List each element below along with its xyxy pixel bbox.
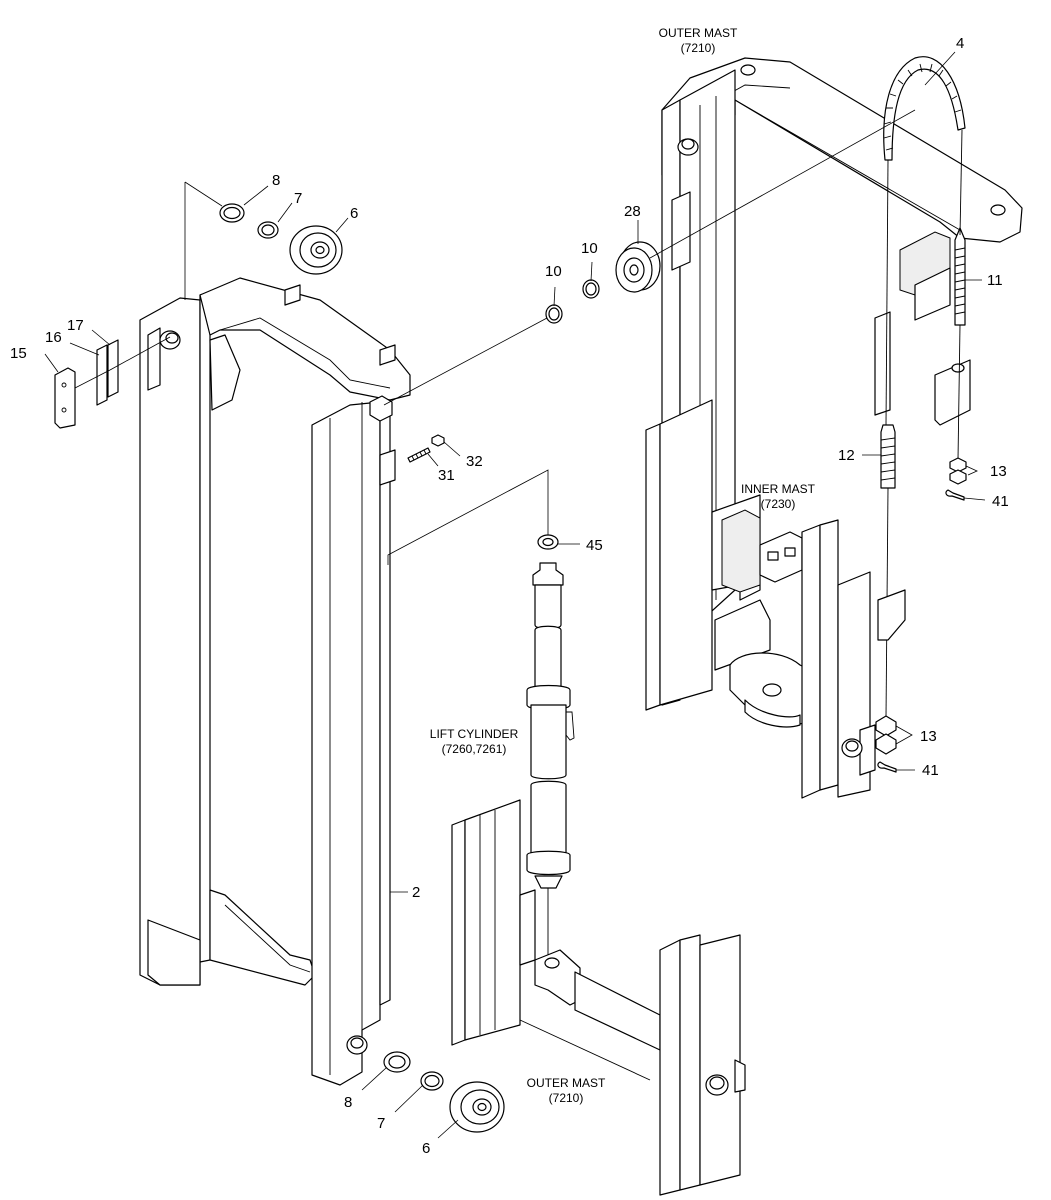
callout-31: 31 <box>438 467 455 484</box>
outer-mast-bottom-name: OUTER MAST <box>527 1076 606 1090</box>
callout-28: 28 <box>624 203 641 220</box>
lift-cylinder-name: LIFT CYLINDER <box>430 727 519 741</box>
inner-mast-rail-assembly <box>139 277 411 1086</box>
outer-mast-top-code: (7210) <box>681 41 716 55</box>
callout-6-top: 6 <box>350 205 358 222</box>
callout-11: 11 <box>987 272 1003 289</box>
callout-6-bottom: 6 <box>422 1140 430 1157</box>
callout-10-b: 10 <box>581 240 598 257</box>
callout-17: 17 <box>67 317 84 334</box>
callout-8-bottom: 8 <box>344 1094 352 1111</box>
chain-anchor-bracket <box>899 227 971 426</box>
lift-cylinder-code: (7260,7261) <box>442 742 507 756</box>
callout-numbers: 8 7 6 15 16 17 10 10 28 4 11 12 13 41 13… <box>10 35 1009 1157</box>
callout-8-top: 8 <box>272 172 280 189</box>
outer-mast-bottom-code: (7210) <box>549 1091 584 1105</box>
callout-10-a: 10 <box>545 263 562 280</box>
callout-41-top: 41 <box>992 493 1009 510</box>
callout-41-bottom: 41 <box>922 762 939 779</box>
outer-mast-top-name: OUTER MAST <box>659 26 738 40</box>
outer-mast-lower-assembly <box>451 799 746 1196</box>
sheave-support-pin <box>369 395 393 422</box>
callout-12: 12 <box>838 447 855 464</box>
callout-32: 32 <box>466 453 483 470</box>
plates-15-16-17 <box>54 339 119 429</box>
plate-15 <box>54 367 76 429</box>
sheave-set <box>545 241 661 324</box>
upper-roller-set <box>219 203 343 275</box>
callout-45: 45 <box>586 537 603 554</box>
callout-16: 16 <box>45 329 62 346</box>
callout-15: 15 <box>10 345 27 362</box>
inner-mast-assembly <box>645 399 906 799</box>
chain-anchor-bolt <box>880 424 967 719</box>
lift-cylinder-assembly <box>526 534 575 955</box>
lower-roller-set <box>383 1051 505 1133</box>
bolt-31-nut-32 <box>407 434 445 463</box>
leader-lines <box>44 51 986 1139</box>
callout-2: 2 <box>412 884 420 901</box>
callout-4: 4 <box>956 35 964 52</box>
assembly-labels: OUTER MAST (7210) INNER MAST (7230) LIFT… <box>430 26 816 1105</box>
callout-13-top: 13 <box>990 463 1007 480</box>
inner-mast-code: (7230) <box>761 497 796 511</box>
callout-7-top: 7 <box>294 190 302 207</box>
lift-chain <box>883 56 966 461</box>
plate-16 <box>96 344 108 406</box>
callout-7-bottom: 7 <box>377 1115 385 1132</box>
inner-mast-name: INNER MAST <box>741 482 816 496</box>
callout-13-bottom: 13 <box>920 728 937 745</box>
